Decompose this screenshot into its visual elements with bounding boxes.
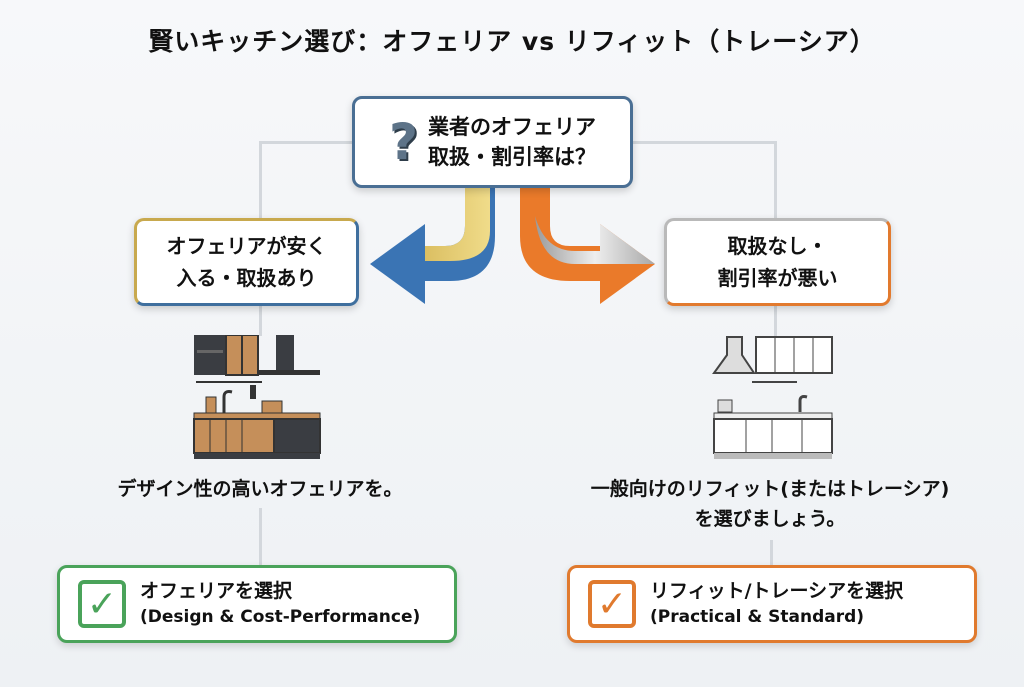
right-condition-line1: 取扱なし・ — [727, 234, 828, 258]
connector-line — [774, 141, 777, 218]
right-arrow-icon — [520, 186, 655, 304]
standard-kitchen-icon — [712, 336, 833, 459]
left-condition-line1: オフェリアが安く — [166, 234, 327, 258]
result-subtitle: (Practical & Standard) — [650, 607, 865, 627]
question-box: ? 業者のオフェリア取扱・割引率は？ — [352, 96, 633, 188]
ofelia-result-box: ✓ オフェリアを選択 (Design & Cost-Performance) — [57, 565, 457, 643]
connector-line — [260, 141, 352, 144]
right-description-line2: を選びましょう。 — [694, 508, 846, 530]
result-title: オフェリアを選択 — [140, 580, 293, 602]
question-line1: 業者のオフェリア — [428, 115, 596, 139]
connector-line — [259, 141, 262, 218]
connector-line — [259, 508, 262, 565]
question-line2: 取扱・割引率は？ — [428, 145, 596, 169]
right-description: 一般向けのリフィット(またはトレーシア) を選びましょう。 — [520, 474, 1020, 534]
connector-line — [770, 540, 773, 565]
question-mark-icon: ? — [388, 113, 418, 171]
left-description: デザイン性の高いオフェリアを。 — [117, 478, 403, 500]
result-subtitle: (Design & Cost-Performance) — [140, 607, 421, 627]
left-condition-line2: 入る・取扱あり — [176, 266, 317, 290]
connector-line — [259, 306, 262, 336]
right-description-line1: 一般向けのリフィット(またはトレーシア) — [590, 478, 950, 500]
right-condition-line2: 割引率が悪い — [717, 266, 838, 290]
result-title: リフィット/トレーシアを選択 — [650, 580, 904, 602]
designer-kitchen-icon — [193, 335, 321, 459]
refit-result-box: ✓ リフィット/トレーシアを選択 (Practical & Standard) — [567, 565, 977, 643]
right-condition-box: 取扱なし・割引率が悪い — [664, 218, 891, 306]
connector-line — [633, 141, 776, 144]
connector-line — [774, 306, 777, 336]
page-title: 賢いキッチン選び：オフェリア vs リフィット（トレーシア） — [148, 27, 876, 56]
left-condition-box: オフェリアが安く入る・取扱あり — [134, 218, 359, 306]
checkbox-check-icon: ✓ — [588, 580, 636, 628]
left-arrow-icon — [370, 186, 495, 304]
checkbox-check-icon: ✓ — [78, 580, 126, 628]
